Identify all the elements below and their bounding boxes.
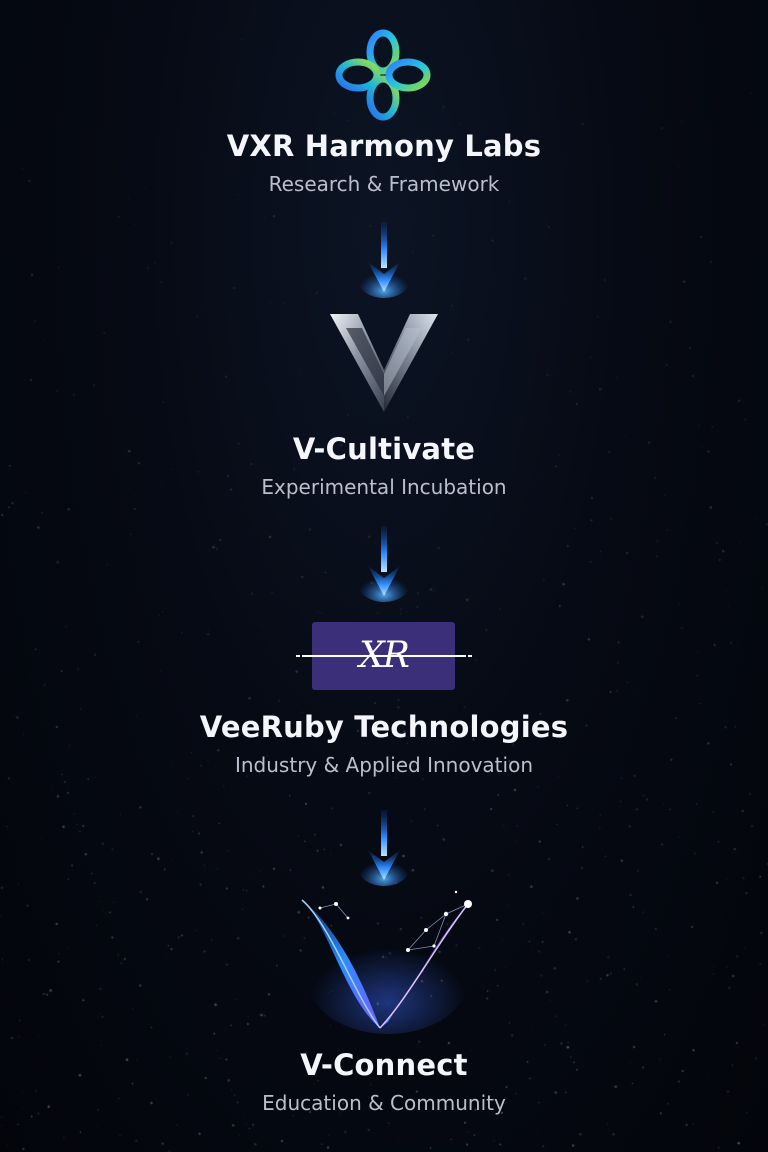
down-arrow-icon [358, 810, 410, 886]
node-title: V-Cultivate [292, 432, 476, 466]
xr-logo-dash-right [468, 655, 472, 657]
node-subtitle: Industry & Applied Innovation [234, 753, 533, 777]
node-v-connect: V-Connect Education & Community [0, 1047, 768, 1117]
node-subtitle: Education & Community [262, 1091, 506, 1115]
node-veeruby-technologies: VeeRuby Technologies Industry & Applied … [0, 709, 768, 779]
node-title: VeeRuby Technologies [199, 710, 569, 744]
node-title: V-Connect [300, 1048, 468, 1082]
metallic-v-chevron-logo [330, 314, 438, 412]
node-vxr-harmony-labs: VXR Harmony Labs Research & Framework [0, 128, 768, 198]
node-v-cultivate: V-Cultivate Experimental Incubation [0, 431, 768, 501]
xr-wordmark-logo: XR [296, 622, 472, 690]
network-v-logo [301, 890, 472, 1034]
down-arrow-icon [358, 222, 410, 298]
xr-logo-text: XR [359, 635, 410, 676]
xr-logo-line [302, 655, 466, 657]
down-arrow-icon [358, 526, 410, 602]
node-title: VXR Harmony Labs [226, 129, 542, 163]
infinity-knot-logo [335, 29, 431, 121]
node-subtitle: Experimental Incubation [261, 475, 507, 499]
node-subtitle: Research & Framework [268, 172, 500, 196]
xr-logo-dash-left [296, 655, 300, 657]
